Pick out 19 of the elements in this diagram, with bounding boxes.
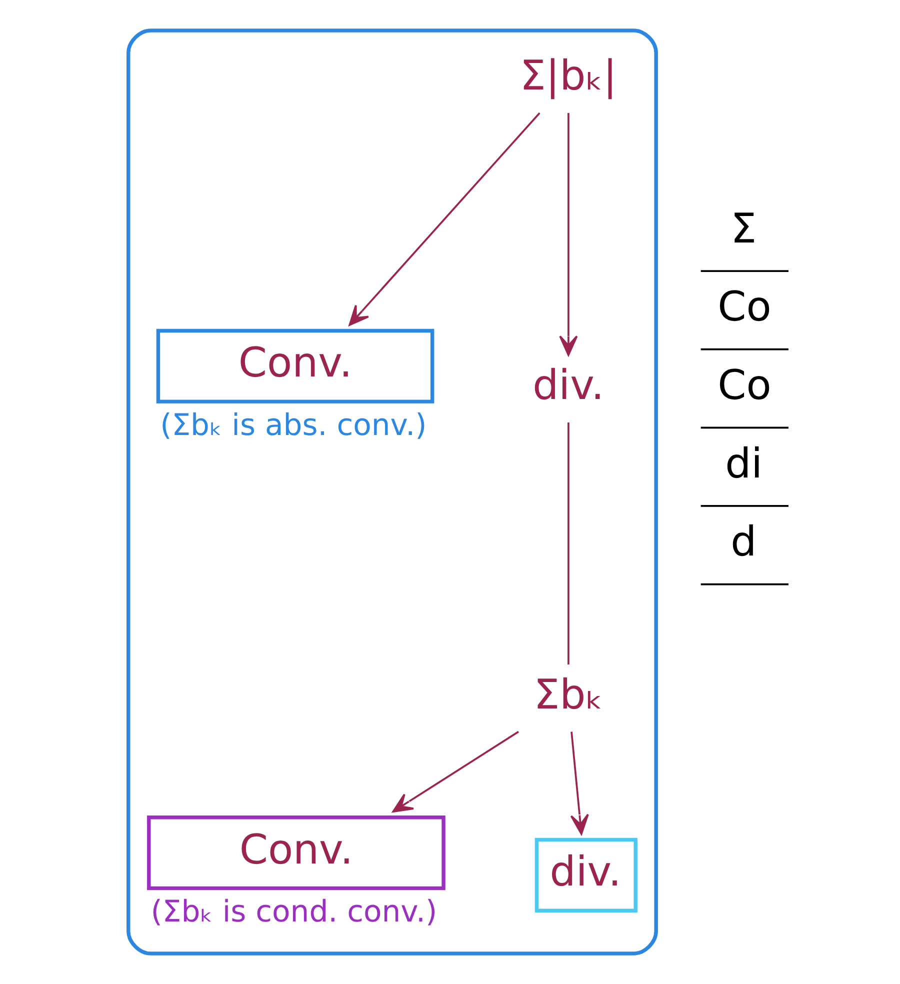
label: di xyxy=(724,439,762,488)
node-box: div. xyxy=(534,838,637,912)
arrow xyxy=(570,732,588,835)
node-box: Conv. xyxy=(146,816,445,890)
node-text: div. xyxy=(532,360,604,409)
node-label: (Σbₖ is cond. conv.) xyxy=(150,894,437,930)
node-text: Σ|bₖ| xyxy=(519,51,616,100)
arrow xyxy=(558,112,578,356)
node-label: (Σbₖ is abs. conv.) xyxy=(160,408,426,443)
label: d xyxy=(730,518,756,566)
cluster xyxy=(126,28,658,956)
node-text: Σbₖ xyxy=(533,670,603,718)
label: Co xyxy=(717,360,771,409)
label: Co xyxy=(717,282,771,331)
label: Σ xyxy=(730,204,756,252)
arrow xyxy=(348,112,540,326)
connector xyxy=(567,422,569,664)
node-box: Conv. xyxy=(156,328,434,404)
arrow xyxy=(392,730,518,812)
